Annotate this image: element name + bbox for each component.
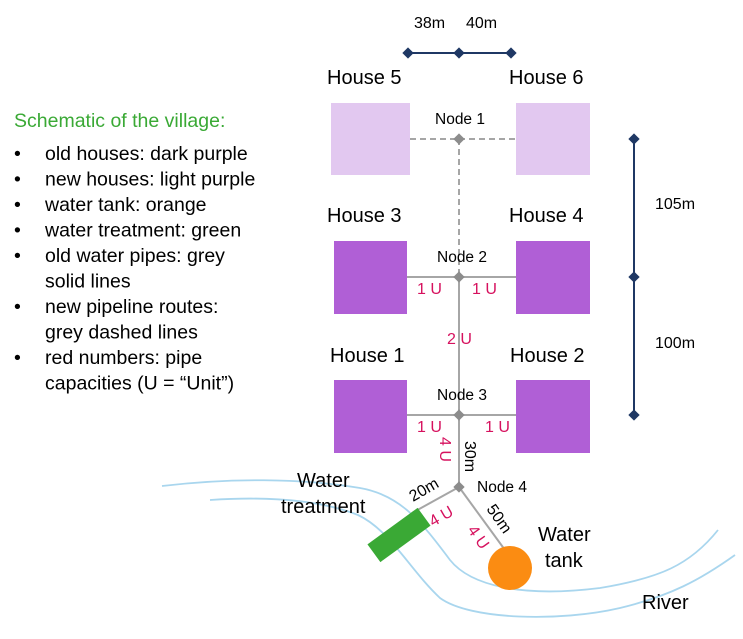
- legend-bullet: •: [14, 143, 21, 165]
- legend-bullet: •: [14, 220, 21, 242]
- cap-n2-left: 1 U: [417, 281, 442, 298]
- legend-bullet: •: [14, 194, 21, 216]
- house-4-label: House 4: [509, 205, 584, 227]
- legend-bullet: •: [14, 347, 21, 369]
- legend-title: Schematic of the village:: [14, 110, 225, 132]
- node-4-marker: [453, 481, 465, 493]
- legend-item-text: new houses: light purple: [45, 169, 255, 191]
- legend-list: • old houses: dark purple • new houses: lig…: [14, 143, 255, 395]
- dim-top-left: 38m: [414, 15, 445, 32]
- cap-n3-left: 1 U: [417, 419, 442, 436]
- vert-dim-marker-mid: [628, 271, 640, 283]
- river-label: River: [642, 592, 689, 614]
- house-3-label: House 3: [327, 205, 402, 227]
- node-2-label: Node 2: [437, 249, 487, 266]
- house-2: [516, 380, 590, 453]
- legend-item-text: water treatment: green: [44, 220, 241, 242]
- dim-n4-tank: 50m: [483, 502, 515, 537]
- river-bank-upper: [161, 479, 719, 593]
- water-tank-label-1: Water: [538, 524, 591, 546]
- legend-item-text: capacities (U = “Unit”): [45, 373, 234, 395]
- legend-bullet: •: [14, 245, 21, 267]
- old-pipe-n4-treatment: [411, 486, 460, 514]
- legend-item-text: old houses: dark purple: [45, 143, 248, 165]
- node-1-marker: [453, 133, 465, 145]
- water-tank: [488, 546, 532, 590]
- old-pipe-n4-tank: [458, 486, 506, 551]
- dim-top-right: 40m: [466, 15, 497, 32]
- house-6: [516, 103, 590, 175]
- house-1-label: House 1: [330, 345, 405, 367]
- house-4: [516, 241, 590, 314]
- legend-bullet: •: [14, 169, 21, 191]
- water-treatment-label-1: Water: [297, 470, 350, 492]
- node-2-marker: [453, 271, 465, 283]
- legend-item-text: new pipeline routes:: [45, 296, 218, 318]
- legend-item-text: red numbers: pipe: [45, 347, 202, 369]
- dim-n4-treatment: 20m: [407, 475, 442, 505]
- water-tank-label-2: tank: [545, 550, 584, 572]
- cap-n3-right: 1 U: [485, 419, 510, 436]
- legend-bullet: •: [14, 296, 21, 318]
- water-treatment-plant: [367, 507, 431, 563]
- cap-n3-n4: 4 U: [436, 437, 453, 462]
- legend-item-text: solid lines: [45, 271, 131, 293]
- house-5: [331, 103, 410, 175]
- house-3: [334, 241, 407, 314]
- node-4-label: Node 4: [477, 479, 527, 496]
- house-5-label: House 5: [327, 67, 402, 89]
- legend-item-text: water tank: orange: [44, 194, 207, 216]
- dim-vert-lower: 100m: [655, 335, 695, 352]
- top-dim-marker-mid: [453, 47, 465, 59]
- top-dim-marker-right: [505, 47, 517, 59]
- cap-n4-treatment: 4 U: [427, 503, 457, 530]
- node-1-label: Node 1: [435, 111, 485, 128]
- house-6-label: House 6: [509, 67, 584, 89]
- node-3-marker: [453, 409, 465, 421]
- cap-n2-right: 1 U: [472, 281, 497, 298]
- top-dim-marker-left: [402, 47, 414, 59]
- dim-n3-n4: 30m: [461, 441, 478, 472]
- legend-item-text: grey dashed lines: [45, 322, 198, 344]
- vert-dim-marker-top: [628, 133, 640, 145]
- cap-n2-n3: 2 U: [447, 331, 472, 348]
- node-3-label: Node 3: [437, 387, 487, 404]
- river-bank-lower: [209, 497, 736, 618]
- water-treatment-label-2: treatment: [281, 496, 366, 518]
- legend-item-text: old water pipes: grey: [45, 245, 225, 267]
- house-1: [334, 380, 407, 453]
- house-2-label: House 2: [510, 345, 585, 367]
- vert-dim-marker-bottom: [628, 409, 640, 421]
- dim-vert-upper: 105m: [655, 196, 695, 213]
